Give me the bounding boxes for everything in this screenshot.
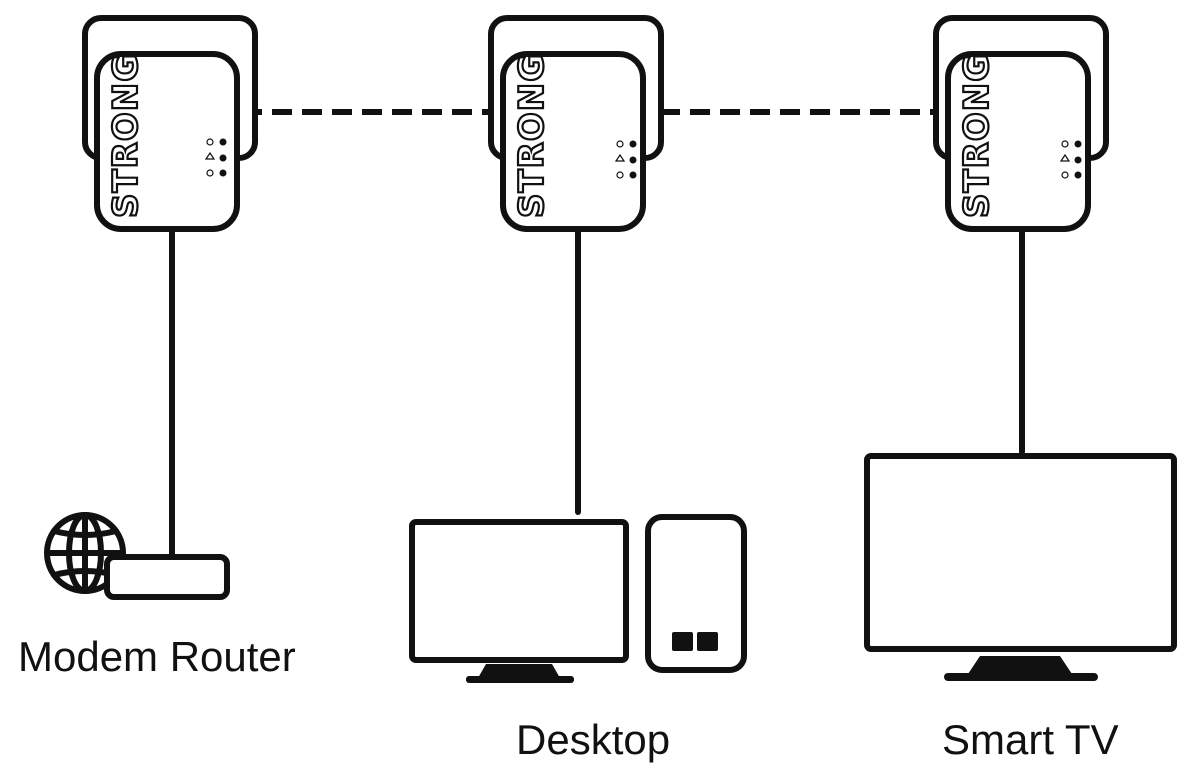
monitor-icon xyxy=(409,519,629,683)
router-icon xyxy=(104,554,230,600)
powerline-adapter-icon: STRONG xyxy=(933,15,1109,232)
tv-icon xyxy=(864,453,1177,681)
label-modem-router: Modem Router xyxy=(18,633,296,680)
adapter-led-indicators xyxy=(614,140,637,179)
adapter-led-indicators xyxy=(204,138,227,177)
powerline-adapter-icon: STRONG xyxy=(488,15,664,232)
pc-tower-icon xyxy=(645,514,747,673)
adapter-logo: STRONG xyxy=(106,53,146,218)
globe-icon xyxy=(44,512,126,594)
adapter-logo: STRONG xyxy=(957,53,997,218)
powerline-adapter-icon: STRONG xyxy=(82,15,258,232)
adapter-logo: STRONG xyxy=(512,53,552,218)
adapter-led-indicators xyxy=(1059,140,1082,179)
label-desktop: Desktop xyxy=(516,716,670,763)
label-smart-tv: Smart TV xyxy=(942,716,1119,763)
